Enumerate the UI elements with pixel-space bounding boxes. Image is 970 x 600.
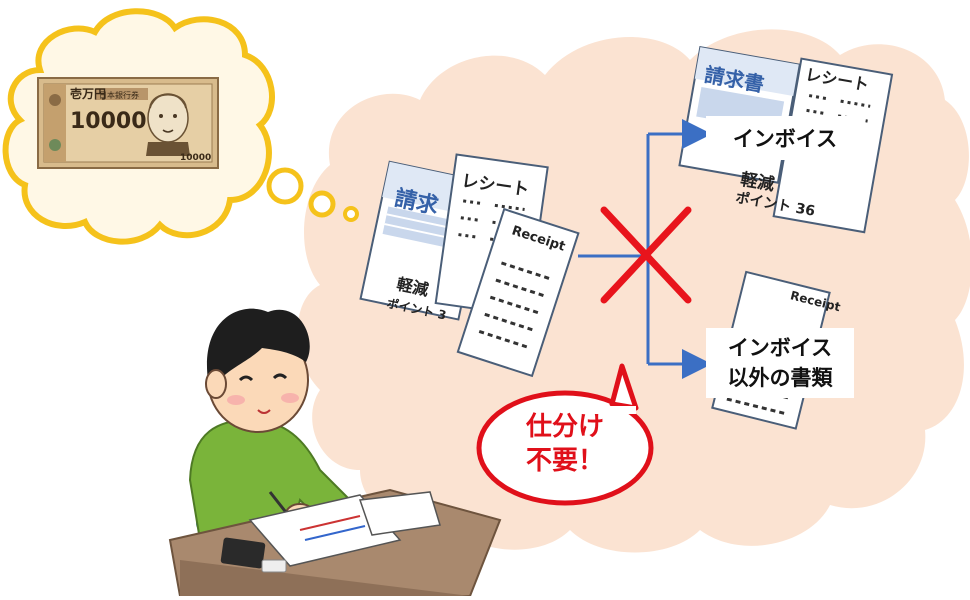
callout-line1: 仕分け: [490, 410, 640, 444]
non-invoice-label-line1: インボイス: [728, 333, 832, 363]
callout-text: 仕分け 不要！: [490, 410, 640, 478]
invoice-label-box: インボイス: [706, 116, 864, 160]
invoice-label: インボイス: [733, 123, 837, 153]
banknote-amount: 10000: [70, 109, 147, 134]
banknote-amount-small: 10000: [180, 153, 211, 163]
callout-line2: 不要！: [490, 444, 640, 478]
banknote-issuer: 日本銀行券: [99, 90, 139, 100]
non-invoice-label-box: インボイス 以外の書類: [706, 328, 854, 398]
non-invoice-label-line2: 以外の書類: [728, 363, 833, 393]
